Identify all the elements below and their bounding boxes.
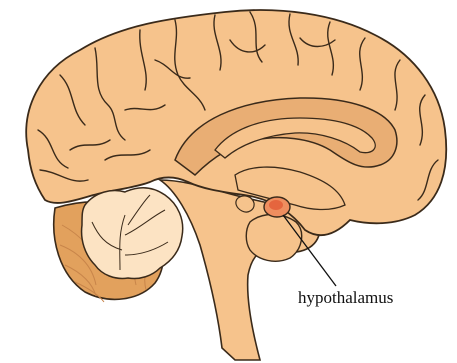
hypothalamus-label: hypothalamus bbox=[298, 288, 393, 307]
hypothalamus-core bbox=[269, 200, 283, 210]
pons bbox=[246, 215, 301, 262]
arbor-vitae bbox=[82, 188, 183, 279]
hypothalamus bbox=[264, 197, 290, 217]
